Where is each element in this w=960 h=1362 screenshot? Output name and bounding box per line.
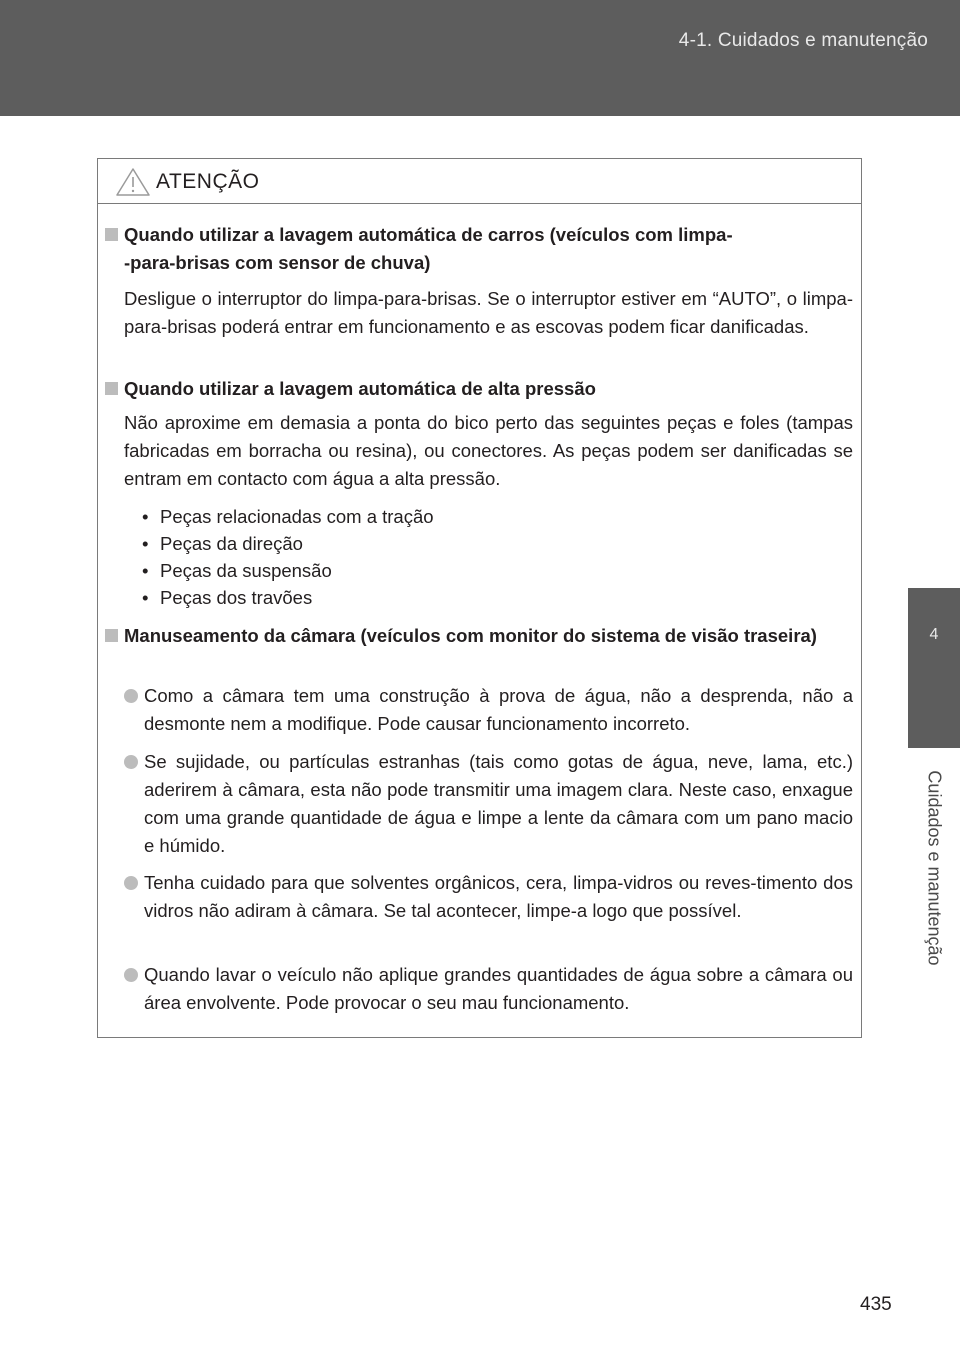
- warning-box: ATENÇÃO Quando utilizar a lavagem automá…: [97, 158, 862, 1038]
- list-item-text: Peças da suspensão: [160, 560, 332, 581]
- section-heading-car-wash: Quando utilizar a lavagem automática de …: [105, 221, 853, 277]
- circle-bullet-icon: [124, 755, 138, 769]
- warning-title: ATENÇÃO: [156, 170, 260, 193]
- chapter-number: 4: [929, 626, 939, 643]
- section-heading-text: Manuseamento da câmara (veículos com mon…: [124, 625, 817, 646]
- circle-bullet-icon: [124, 876, 138, 890]
- list-item-text: Tenha cuidado para que solventes orgânic…: [144, 872, 853, 921]
- bullet-dot: •: [142, 560, 149, 581]
- warning-triangle-icon: [116, 168, 150, 196]
- page-number: 435: [860, 1294, 892, 1315]
- list-item-text: Quando lavar o veículo não aplique grand…: [144, 964, 853, 1013]
- section-paragraph: Desligue o interruptor do limpa-para-bri…: [124, 288, 853, 337]
- circle-bullet-icon: [124, 968, 138, 982]
- list-item-text: Se sujidade, ou partículas estranhas (ta…: [144, 751, 853, 856]
- header-band: [0, 0, 960, 116]
- chapter-tab: [908, 588, 960, 748]
- square-bullet-icon: [105, 382, 118, 395]
- section-heading-camera: Manuseamento da câmara (veículos com mon…: [105, 622, 853, 650]
- circle-bullet-icon: [124, 689, 138, 703]
- list-item-text: Como a câmara tem uma construção à prova…: [144, 685, 853, 734]
- section-title: 4-1. Cuidados e manutenção: [678, 30, 928, 51]
- list-item-text: Peças dos travões: [160, 587, 313, 608]
- list-item-text: Peças relacionadas com a tração: [160, 506, 434, 527]
- section-paragraph: Não aproxime em demasia a ponta do bico …: [124, 412, 853, 489]
- section-heading-text: Quando utilizar a lavagem automática de …: [124, 224, 733, 273]
- list-item-text: Peças da direção: [160, 533, 303, 554]
- bullet-dot: •: [142, 506, 149, 527]
- square-bullet-icon: [105, 228, 118, 241]
- bullet-dot: •: [142, 533, 149, 554]
- bullet-dot: •: [142, 587, 149, 608]
- section-heading-text: Quando utilizar a lavagem automática de …: [124, 378, 596, 399]
- square-bullet-icon: [105, 629, 118, 642]
- chapter-label: Cuidados e manutenção: [924, 770, 945, 966]
- warning-header: ATENÇÃO: [98, 159, 861, 204]
- section-heading-high-pressure: Quando utilizar a lavagem automática de …: [105, 375, 853, 403]
